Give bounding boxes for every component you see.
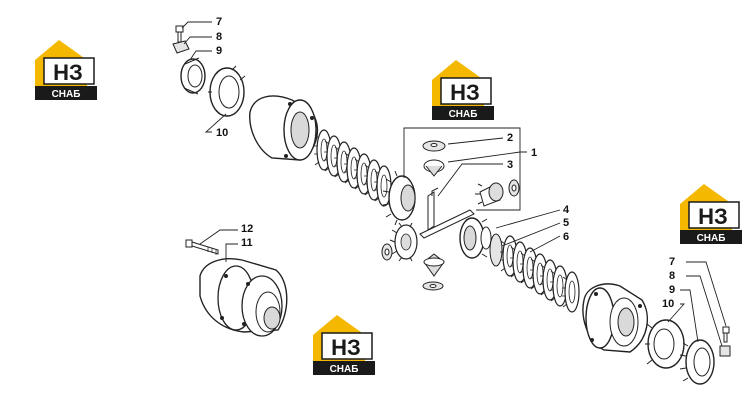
callout-8-left: 8 [216, 31, 222, 43]
logo-letters: НЗ [450, 80, 480, 105]
pinion-gear-left [389, 222, 418, 262]
logo-bottom-center: НЗ СНАБ [312, 314, 376, 376]
thrust-washer-2 [422, 140, 446, 152]
callout-5: 5 [563, 217, 569, 229]
diff-case-right-half [582, 283, 649, 353]
callout-7-left: 7 [216, 16, 222, 28]
thrust-washer-right [508, 179, 520, 197]
lock-plate-right [719, 345, 731, 357]
logo-right: НЗ СНАБ [679, 183, 743, 245]
logo-top-center: НЗ СНАБ [431, 59, 495, 121]
adjusting-ring-right [679, 339, 715, 385]
pinion-gear-bottom [423, 253, 445, 277]
diff-assembly [199, 258, 288, 337]
clutch-pack-upper [313, 129, 392, 207]
callout-9-right: 9 [669, 284, 675, 296]
callout-2: 2 [507, 132, 513, 144]
adjusting-ring-left [180, 57, 206, 95]
cross-shaft [419, 187, 475, 239]
callout-8-right: 8 [669, 270, 675, 282]
pinion-gear-top [423, 159, 445, 177]
logo-letters: НЗ [53, 60, 83, 85]
logo-letters: НЗ [331, 335, 361, 360]
tapered-bearing-right [645, 319, 685, 369]
clutch-pack-lower [489, 233, 580, 313]
pinion-gear-right [475, 182, 504, 207]
leader-lines [181, 21, 727, 347]
side-gear-upper [382, 170, 416, 226]
bolt-right [722, 326, 730, 343]
logo-letters: НЗ [698, 204, 728, 229]
callout-12: 12 [241, 223, 253, 235]
thrust-washer-left [381, 243, 393, 261]
logo-word: СНАБ [330, 364, 359, 375]
logo-word: СНАБ [697, 233, 726, 244]
callout-6: 6 [563, 231, 569, 243]
callout-3: 3 [507, 159, 513, 171]
thrust-washer-bottom [422, 281, 444, 291]
bolt-left [175, 25, 184, 43]
callout-7-right: 7 [669, 256, 675, 268]
logo-word: СНАБ [52, 89, 81, 100]
callout-10-right: 10 [662, 298, 674, 310]
side-gear-lower [459, 217, 492, 259]
callout-11: 11 [241, 237, 253, 249]
tapered-bearing-left [208, 65, 246, 117]
callout-9-left: 9 [216, 45, 222, 57]
lock-plate-left [172, 40, 190, 54]
logo-top-left: НЗ СНАБ [34, 39, 98, 101]
callout-1: 1 [531, 147, 537, 159]
callouts: 7 8 9 10 2 1 3 4 5 6 12 11 7 8 9 10 [216, 16, 675, 310]
logo-word: СНАБ [449, 109, 478, 120]
bolt-11-12 [185, 239, 219, 255]
callout-4: 4 [563, 204, 570, 216]
diff-case-left-half [249, 95, 319, 161]
callout-10-left: 10 [216, 127, 228, 139]
